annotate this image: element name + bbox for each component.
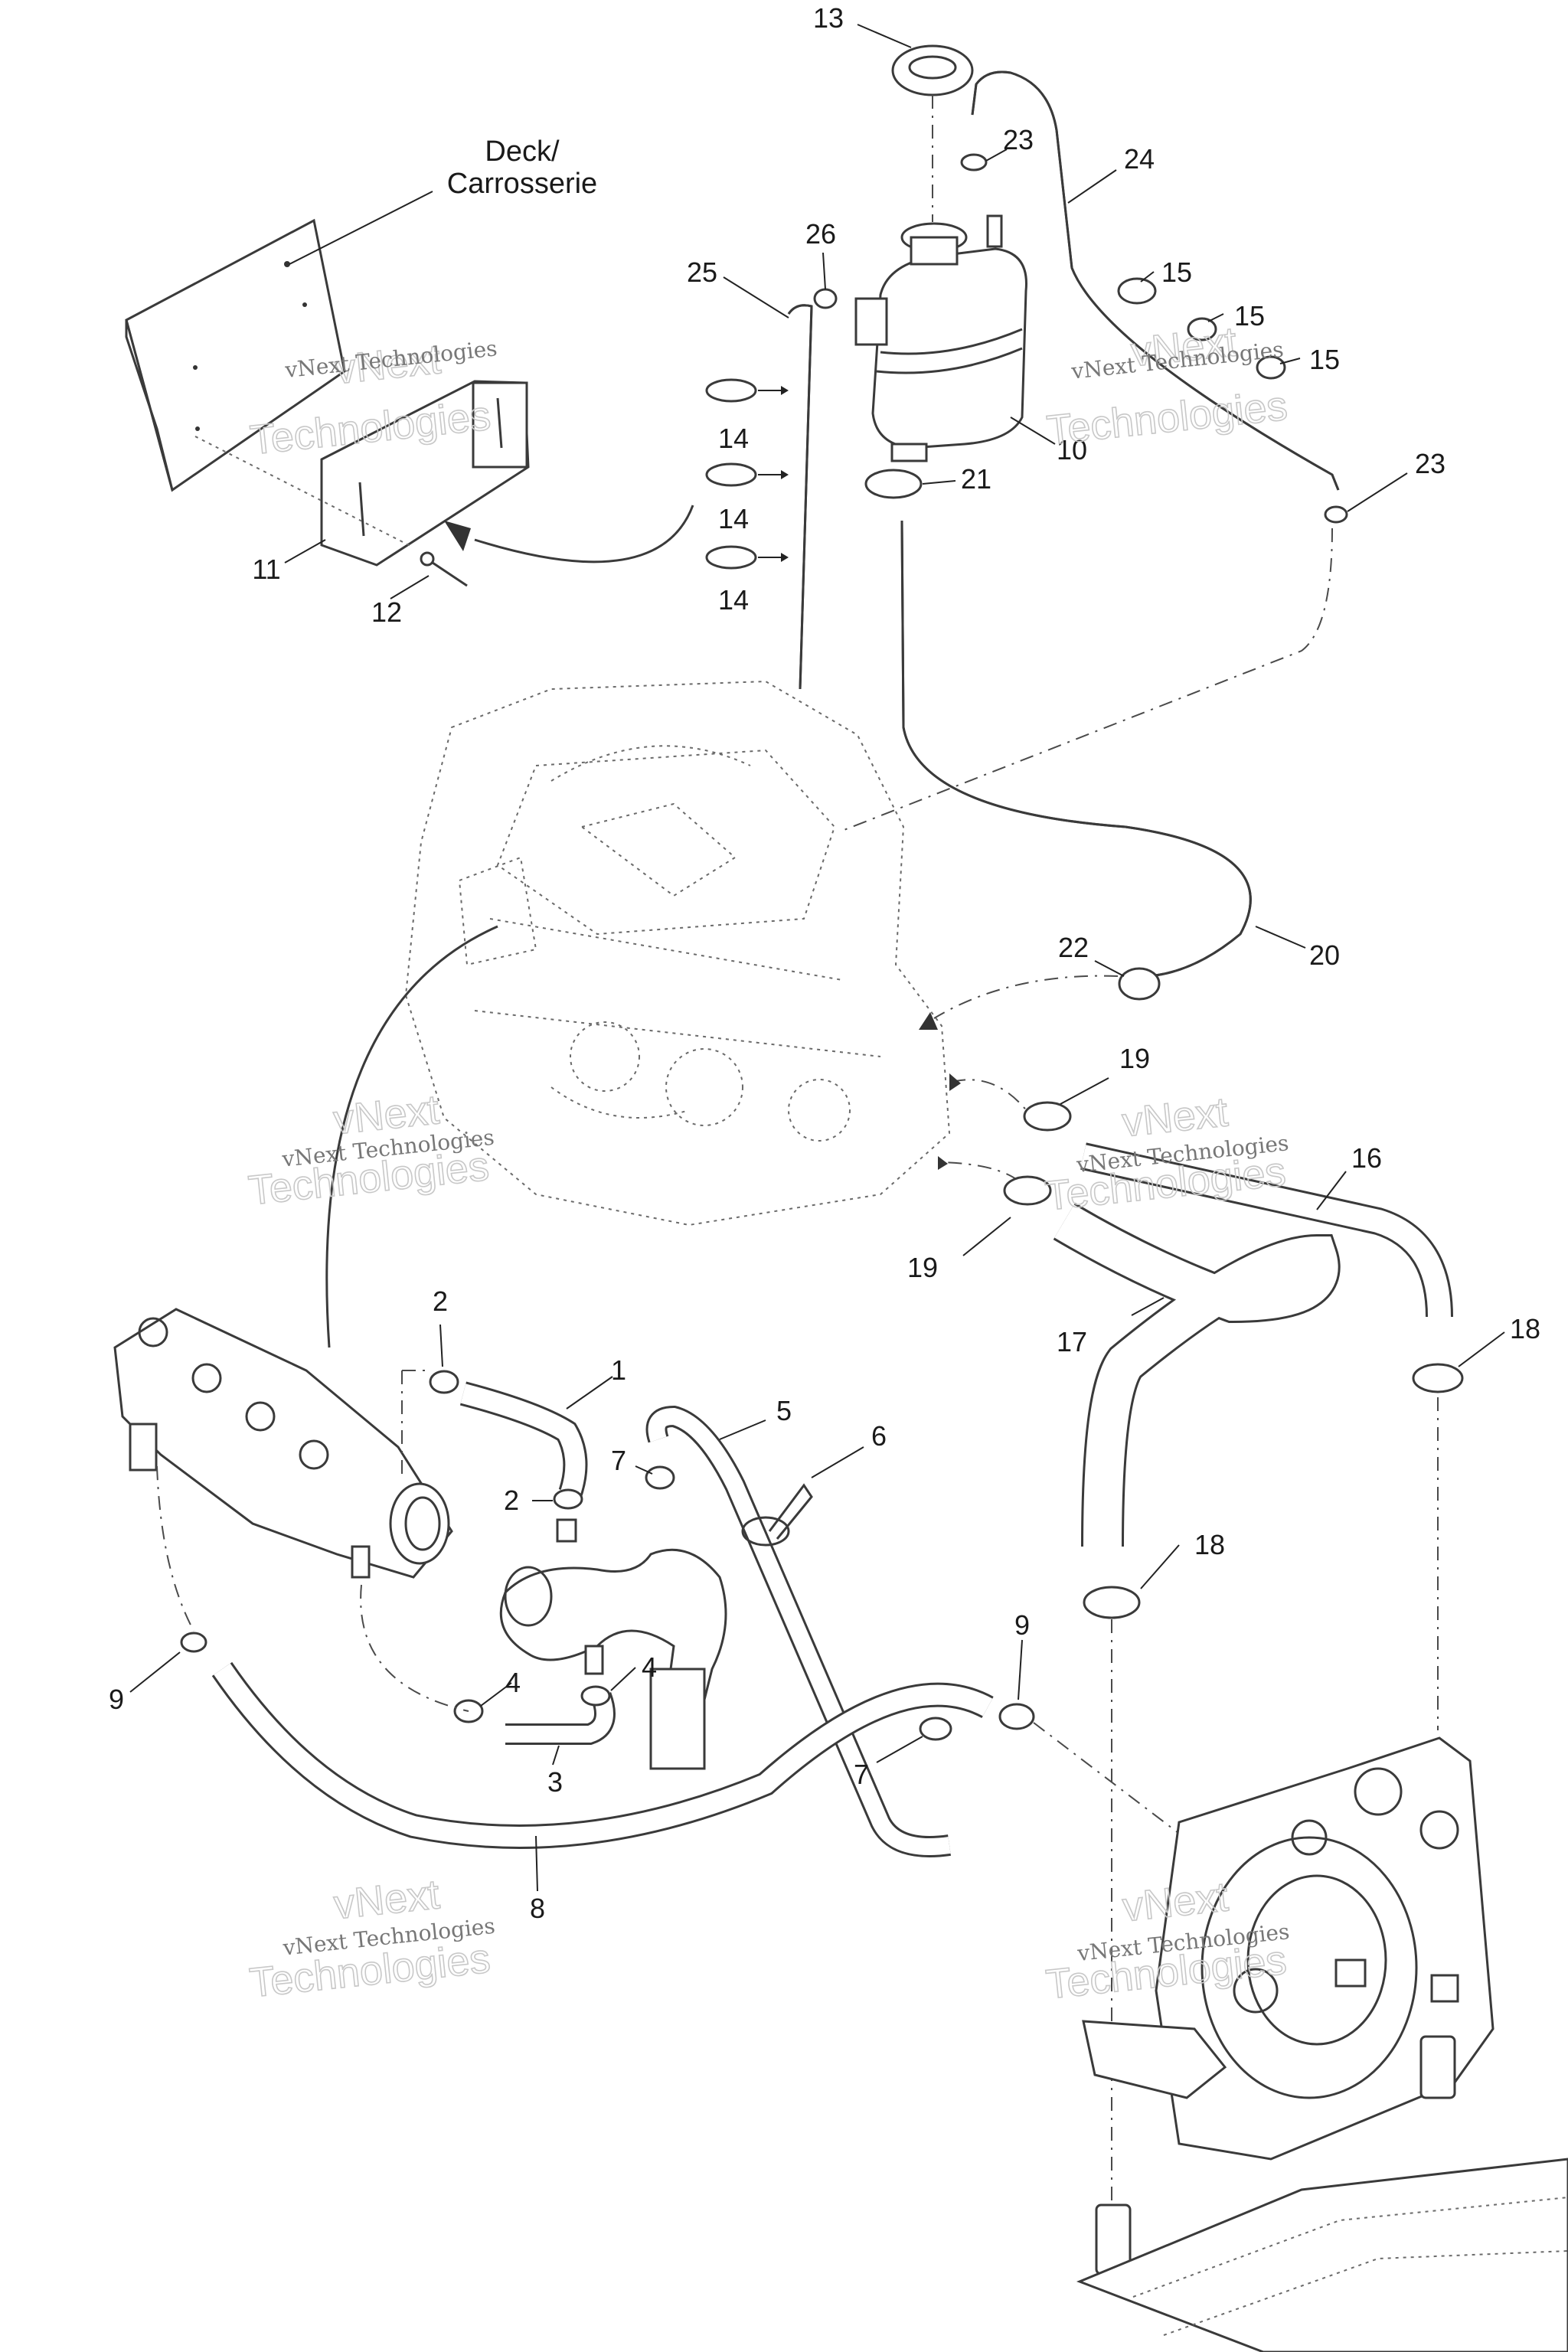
callout-2-lower: 2 [504,1485,519,1516]
callout-7-upper: 7 [611,1445,626,1476]
callout-20: 20 [1309,939,1340,971]
callout-13: 13 [813,2,844,34]
watermark-5: vNext vNext Technologies Technologies [247,1870,496,2007]
clamp-23-lower [1324,505,1348,524]
clamp-22 [1118,967,1161,1001]
deck-label-line1: Deck/ [485,136,560,168]
callout-10: 10 [1057,434,1087,466]
deck-panel [125,218,346,492]
callout-23-lower: 23 [1415,448,1446,479]
deck-label: Deck/ Carrosserie [289,136,597,265]
callout-15-a: 15 [1161,256,1192,288]
clamp-18-lower [1083,1586,1141,1619]
clamp-19-upper [1023,1101,1072,1132]
callout-14-b: 14 [718,503,749,534]
clamp-23-top [960,153,988,172]
callout-26: 26 [805,218,836,250]
callout-9-right: 9 [1014,1609,1030,1641]
callout-8: 8 [530,1893,545,1924]
clamp-9-right [998,1703,1035,1730]
callout-24: 24 [1124,143,1155,175]
clamp-21 [864,469,923,499]
callout-14-a: 14 [718,423,749,454]
callout-7-lower: 7 [854,1759,869,1790]
exhaust-pipe [499,1548,727,1770]
callout-23-top: 23 [1003,124,1034,155]
callout-18-lower: 18 [1194,1529,1225,1560]
callout-17: 17 [1057,1326,1087,1357]
watermark-2-line3: Technologies [1044,383,1289,454]
ride-plate [1076,2158,1568,2352]
callout-15-b: 15 [1234,300,1265,332]
reservoir-bracket [194,380,530,567]
callout-9-left: 9 [109,1684,124,1715]
watermark-3: vNext vNext Technologies Technologies [246,1086,495,1214]
bracket-screw [420,551,468,587]
tie-strap [741,1483,813,1547]
leader-lines [129,24,1505,1892]
callout-5: 5 [776,1395,792,1426]
callout-21: 21 [961,463,991,495]
pump-fitting-right [1419,2035,1456,2099]
clamp-9-left [180,1632,207,1653]
callout-19-upper: 19 [1119,1043,1150,1074]
exhaust-manifold [113,1308,453,1579]
callout-22: 22 [1058,932,1089,963]
watermark-2: vNext vNext Technologies Technologies [1044,318,1290,454]
callout-12: 12 [371,596,402,628]
clamp-18-upper [1412,1363,1464,1393]
callout-15-c: 15 [1309,344,1340,375]
clamp-2-lower [553,1488,583,1510]
coolant-reservoir [854,214,1027,462]
callout-11: 11 [252,554,280,585]
callout-16: 16 [1351,1142,1382,1174]
clamp-7-lower [919,1717,952,1741]
callout-2-upper: 2 [433,1285,448,1317]
reservoir-engine-hose [900,520,1252,978]
callout-4-left: 4 [505,1667,521,1698]
fitting-4 [584,1645,604,1675]
clamp-7-upper [645,1465,675,1490]
deck-label-line2: Carrosserie [447,168,597,200]
callout-18-upper: 18 [1510,1313,1540,1344]
clamps-15 [1117,277,1286,380]
callout-4-right: 4 [642,1651,657,1683]
clamp-4-right [580,1685,611,1707]
callout-6: 6 [871,1420,887,1452]
vent-hose [787,304,813,690]
reservoir-cap [891,44,974,222]
callout-14-c: 14 [718,584,749,616]
clamps-14 [705,378,789,570]
callout-25: 25 [687,256,717,288]
callout-3: 3 [547,1766,563,1798]
callout-numbers: 13 23 24 26 25 15 15 15 14 14 14 10 21 2… [109,2,1540,1924]
callout-1: 1 [611,1354,626,1386]
engine-block [404,680,951,1227]
clamp-26 [813,288,838,309]
clamp-19-lower [1003,1175,1052,1206]
callout-19-lower: 19 [907,1252,938,1283]
clamp-2-upper [429,1370,459,1394]
pump-housing [1082,1736,1494,2161]
